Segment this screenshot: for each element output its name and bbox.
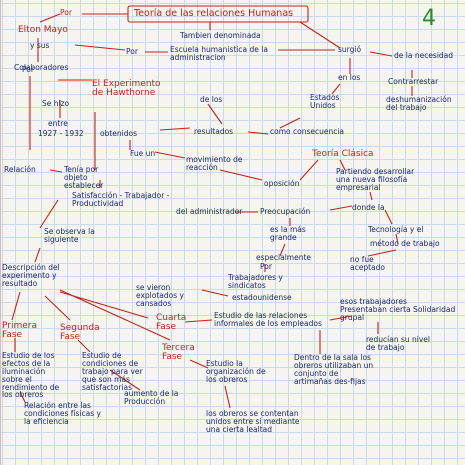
label-primera-fase: Primera Fase <box>2 321 37 341</box>
label-oposicion: oposición <box>264 179 300 188</box>
label-aumento-produccion: aumento de la Producción <box>124 389 179 406</box>
connector-por-eltonmayo <box>39 13 61 23</box>
label-descripcion: Descripción del experimento y resultado <box>2 263 60 288</box>
label-relacion: Relación <box>4 165 36 174</box>
label-tercera-fase: Tercera Fase <box>162 343 195 363</box>
connector-esla-especialmente <box>279 243 286 257</box>
label-estadounidense: estadounidense <box>232 293 292 302</box>
connector-metodo-nofue <box>367 249 397 257</box>
label-contrarrestar: Contrarrestar <box>388 77 439 86</box>
label-tambien-denominada: Tambien denominada <box>180 31 261 40</box>
label-estudio-organizacion: Estudio la organización de los obreros <box>206 359 266 384</box>
connector-estudio-aumento <box>109 369 141 391</box>
connector-consecuencia-resultados <box>247 131 269 135</box>
label-resultados: resultados <box>194 127 234 136</box>
label-trabajadores-sindicatos: Trabajadores y sindicatos <box>228 273 283 290</box>
connector-segunda-estudio <box>77 339 91 353</box>
connector-title-surge <box>299 21 341 49</box>
connector-satisfaccion-seobserva <box>39 199 59 229</box>
label-es-la-mas: es la más grande <box>270 225 306 242</box>
connector-organizacion-obreros <box>224 385 231 409</box>
label-estudio-condiciones: Estudio de condiciones de trabajo para v… <box>82 351 143 392</box>
label-colaboradores: Colaboradores <box>14 63 69 72</box>
connector-estados-consecuencia <box>279 117 301 129</box>
connector-estudio-trabajadores <box>329 315 353 321</box>
connector-seobserva-descripcion <box>34 247 41 263</box>
connector-oposicion-clasica <box>299 159 319 181</box>
label-por-top: Por <box>60 8 72 17</box>
concept-map-title: Teoría de las relaciones Humanas <box>134 8 294 19</box>
label-estudio-iluminacion: Estudio de los efectos de la iluminación… <box>2 351 60 400</box>
connector-elton-por <box>74 44 126 51</box>
label-entre: entre <box>48 119 68 128</box>
connector-donde-tecnologia <box>384 209 393 225</box>
connector-relacion-tenia <box>49 169 63 173</box>
connector-descripcion-tercera <box>59 289 171 341</box>
label-partiendo: Partiendo desarrollar una nueva filosofí… <box>336 167 415 192</box>
connector-movimiento-oposicion <box>219 169 263 181</box>
label-trabajadores-solidaridad: esos trabajadores Presentaban cierta Sol… <box>340 297 456 322</box>
label-estados-unidos: Estados Unidos <box>310 93 340 110</box>
label-por-mid: Por <box>126 47 138 56</box>
label-estudio-relaciones: Estudio de las relaciones informales de … <box>214 311 322 328</box>
label-segunda-fase: Segunda Fase <box>60 323 100 343</box>
label-tecnologia: Tecnología y el <box>368 225 424 234</box>
label-dentro-sala: Dentro de la sala los obreros utilizaban… <box>294 353 374 386</box>
connector-tecnologia-metodo <box>395 233 399 245</box>
label-se-observa: Se observa la siguiente <box>44 227 95 244</box>
label-preocupacion: Preocupación <box>260 207 311 216</box>
label-y-sus: y sus <box>30 41 50 50</box>
label-deshumanizacion: deshumanización del trabajo <box>386 95 452 112</box>
connector-estudio-relacion <box>19 391 26 403</box>
paper-margin-line <box>0 0 1 465</box>
label-fue-un: Fue un <box>130 149 156 158</box>
label-escuela-humanistica: Escuela humanistica de la administracion <box>170 45 268 62</box>
label-satisfaccion: Satisfacción - Trabajador - Productivida… <box>72 191 170 208</box>
label-tenia-objeto: Tenía por objeto establecer <box>64 165 104 190</box>
connector-enlos-estados <box>331 83 341 95</box>
connector-delos-resultados <box>207 103 223 125</box>
label-se-vieron: se vieron explotados y cansados <box>136 283 184 308</box>
label-experimento-hawthorne: El Experimento de Hawthorne <box>92 79 161 99</box>
label-por-left: Por <box>22 65 34 74</box>
page-number: 4 <box>422 6 436 31</box>
label-de-la-necesidad: de la necesidad <box>394 51 454 60</box>
connector-descripcion-primera <box>11 291 21 321</box>
label-movimiento-reaccion: movimiento de reacción <box>186 155 243 172</box>
connector-cuarta-estudio <box>184 319 213 323</box>
label-metodo-trabajo: método de trabajo <box>370 239 440 248</box>
label-reducian: reducían su nivel de trabajo <box>366 335 431 352</box>
connector-preocupacion-donde <box>329 205 353 211</box>
label-surgio: surgió <box>338 45 362 54</box>
label-relacion-condiciones: Relación entre las condiciones físicas y… <box>24 401 101 426</box>
label-no-fue-aceptado: no fue aceptado <box>350 255 385 272</box>
connector-clasica-partiendo <box>339 159 346 171</box>
connector-tercera-organizacion <box>189 359 209 369</box>
label-como-consecuencia: como consecuencia <box>270 127 345 136</box>
label-en-los: en los <box>338 73 361 82</box>
label-donde-la: donde la <box>352 203 385 212</box>
label-de-los: de los <box>200 95 223 104</box>
connector-fue-movimiento <box>154 151 186 159</box>
label-cuarta-fase: Cuarta Fase <box>156 313 187 333</box>
label-especialmente: especialmente <box>256 253 312 262</box>
label-obreros-lealtad: los obreros se contentan unidos entre sí… <box>206 409 300 434</box>
connector-trabajadores-sevieron <box>201 289 229 297</box>
label-teoria-clasica: Teoría Clásica <box>312 149 374 159</box>
label-se-hizo: Se hizo <box>42 99 70 108</box>
label-elton-mayo: Elton Mayo <box>18 25 68 35</box>
label-del-administrador: del administrador <box>176 207 243 216</box>
connector-partiendo-donde <box>369 191 373 201</box>
connector-resultados-obtenidos <box>159 127 191 131</box>
label-obtenidos: obtenidos <box>100 129 137 138</box>
connector-surge-necesidad <box>369 51 393 57</box>
connector-descripcion-segunda <box>44 295 71 321</box>
label-years: 1927 - 1932 <box>38 129 84 138</box>
label-por-trabajadores: Por <box>260 262 272 271</box>
